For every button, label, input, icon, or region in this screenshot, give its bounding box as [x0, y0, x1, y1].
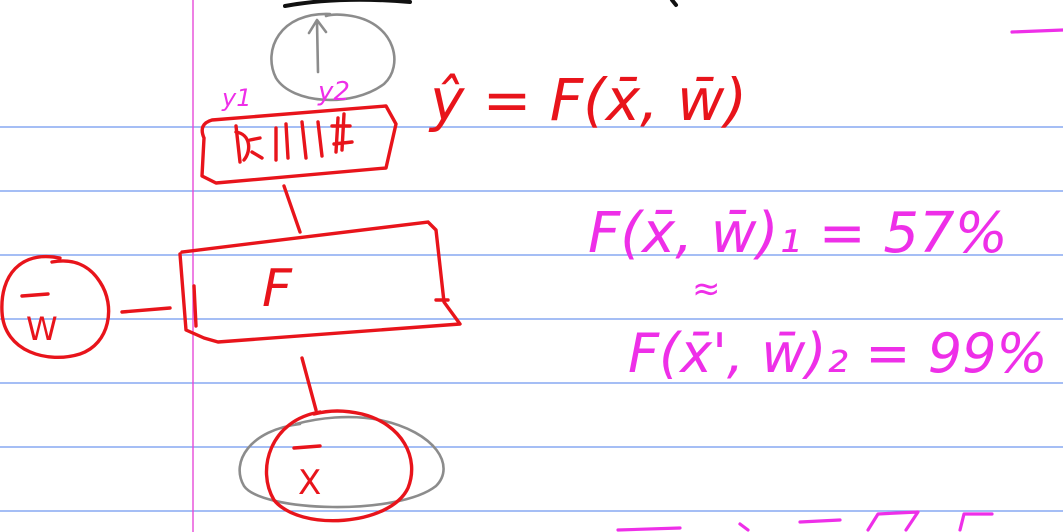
label-y1: y1	[221, 84, 251, 112]
connector-bottom	[300, 356, 318, 412]
output-vector-box	[200, 104, 398, 185]
connector-top	[282, 184, 302, 234]
function-box: F	[178, 220, 462, 344]
top-right-dash	[1010, 28, 1063, 34]
y-labels: y1 y2	[221, 77, 350, 112]
weights-circle: W	[0, 254, 172, 359]
top-black-tick	[670, 0, 678, 7]
top-black-stroke	[283, 0, 412, 8]
label-F: F	[262, 259, 293, 319]
approx-symbol: ≈	[692, 269, 721, 309]
input-circle: X	[238, 409, 445, 523]
equation-group-1: F(x̄, w̄)₁ = 57%	[588, 201, 1008, 266]
label-W: W	[26, 310, 58, 348]
output-gray-circle	[270, 12, 396, 102]
equation-group-2: F(x̄', w̄)₂ = 99%	[628, 322, 1048, 385]
equation-main: ŷ = F(x̄, w̄)	[428, 66, 747, 134]
notebook-rules	[0, 126, 1063, 512]
bottom-partial-strokes	[616, 510, 994, 532]
label-y2: y2	[317, 77, 350, 107]
label-X: X	[298, 463, 321, 503]
equation-main-group: ŷ = F(x̄, w̄)	[428, 66, 747, 134]
equation-1: F(x̄, w̄)₁ = 57%	[588, 201, 1008, 266]
equation-2: F(x̄', w̄)₂ = 99%	[628, 322, 1048, 385]
